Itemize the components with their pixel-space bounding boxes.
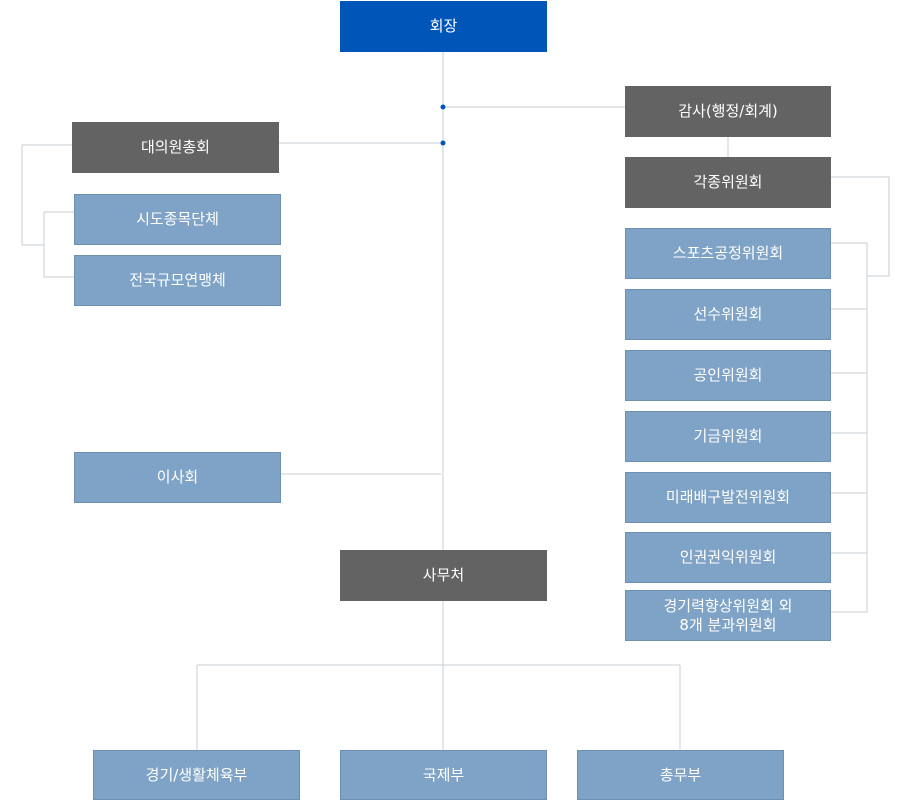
committee-label: 스포츠공정위원회 xyxy=(672,244,784,262)
general-assembly-box: 대의원총회 xyxy=(72,122,279,173)
department-label: 총무부 xyxy=(659,765,702,784)
committee-label: 인권권익위원회 xyxy=(679,548,777,566)
general-assembly-label: 대의원총회 xyxy=(140,138,210,156)
committee-box: 스포츠공정위원회 xyxy=(625,228,831,279)
secretariat-box: 사무처 xyxy=(340,550,547,601)
committee-label: 기금위원회 xyxy=(693,427,763,445)
committee-box: 기금위원회 xyxy=(625,411,831,462)
committee-box: 경기력향상위원회 외 8개 분과위원회 xyxy=(625,590,831,641)
junction-dot xyxy=(440,140,446,146)
department-box: 총무부 xyxy=(577,750,784,800)
committee-box: 인권권익위원회 xyxy=(625,532,831,583)
chairman-label: 회장 xyxy=(429,17,458,35)
committees-group-label: 각종위원회 xyxy=(693,173,763,191)
secretariat-label: 사무처 xyxy=(422,566,465,584)
committees-group-box: 각종위원회 xyxy=(625,157,831,208)
department-label: 국제부 xyxy=(422,765,465,784)
auditor-label: 감사(행정/회계) xyxy=(678,102,778,120)
auditor-box: 감사(행정/회계) xyxy=(625,86,831,137)
assembly-member-box: 시도종목단체 xyxy=(74,194,281,245)
department-label: 경기/생활체육부 xyxy=(145,765,248,784)
board-label: 이사회 xyxy=(156,468,199,486)
committee-box: 공인위원회 xyxy=(625,350,831,401)
committee-label: 공인위원회 xyxy=(693,366,763,384)
assembly-member-label: 시도종목단체 xyxy=(136,210,219,228)
board-box: 이사회 xyxy=(74,452,281,503)
assembly-member-box: 전국규모연맹체 xyxy=(74,255,281,306)
department-box: 경기/생활체육부 xyxy=(93,750,300,800)
department-box: 국제부 xyxy=(340,750,547,800)
committee-label: 경기력향상위원회 외 8개 분과위원회 xyxy=(663,596,793,634)
assembly-member-label: 전국규모연맹체 xyxy=(129,271,226,289)
committee-box: 미래배구발전위원회 xyxy=(625,472,831,523)
committee-box: 선수위원회 xyxy=(625,289,831,340)
chairman-box: 회장 xyxy=(340,1,547,52)
junction-dot xyxy=(440,104,446,110)
committee-label: 미래배구발전위원회 xyxy=(665,488,791,506)
committee-label: 선수위원회 xyxy=(693,305,763,323)
